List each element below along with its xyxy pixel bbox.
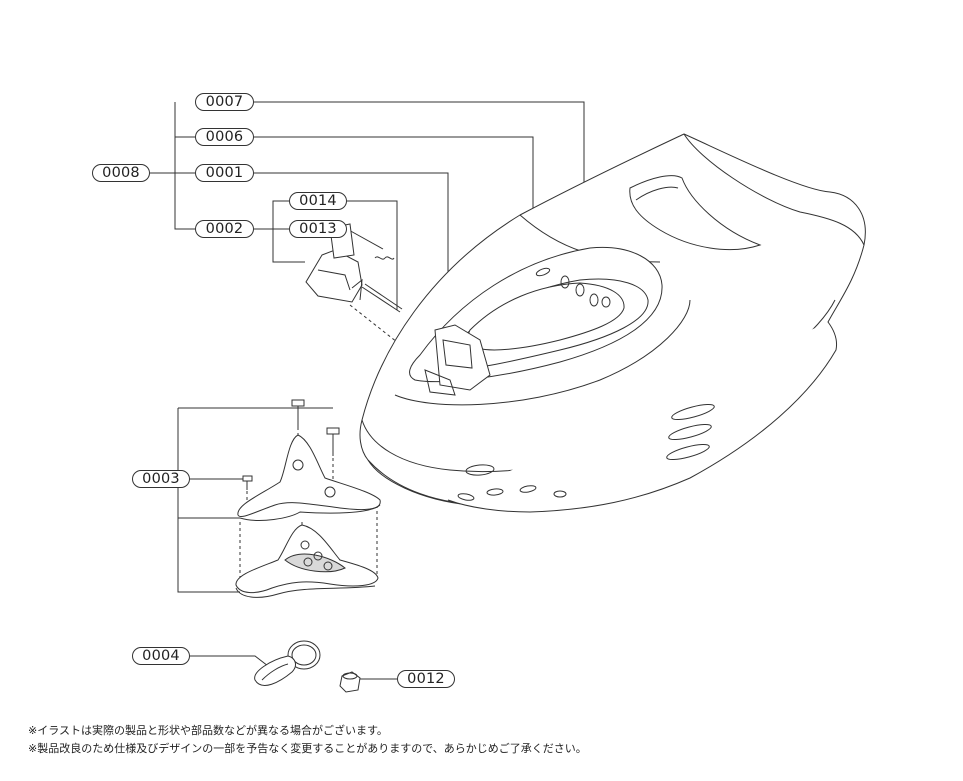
part-label-0003[interactable]: 0003: [132, 470, 190, 488]
leader-lines: [150, 101, 585, 680]
part-label-0006[interactable]: 0006: [195, 128, 254, 146]
part-label-0014[interactable]: 0014: [289, 192, 347, 210]
part-label-0007[interactable]: 0007: [195, 93, 254, 111]
disclaimer-note-1: ※イラストは実際の製品と形状や部品数などが異なる場合がございます。: [28, 724, 388, 737]
part-label-0012[interactable]: 0012: [397, 670, 455, 688]
fin-base-upper: [237, 434, 381, 521]
fin-base-lower: [235, 524, 379, 598]
screws: [242, 399, 340, 490]
hull-body: [359, 133, 866, 513]
part-label-0004[interactable]: 0004: [132, 647, 190, 665]
cap-part: [339, 671, 361, 693]
disclaimer-note-2: ※製品改良のため仕様及びデザインの一部を予告なく変更することがありますので、あら…: [28, 742, 587, 755]
part-label-0013[interactable]: 0013: [289, 220, 347, 238]
keychain-part: [254, 640, 321, 686]
part-label-0001[interactable]: 0001: [195, 164, 254, 182]
part-label-0002[interactable]: 0002: [195, 220, 254, 238]
part-label-0008[interactable]: 0008: [92, 164, 150, 182]
